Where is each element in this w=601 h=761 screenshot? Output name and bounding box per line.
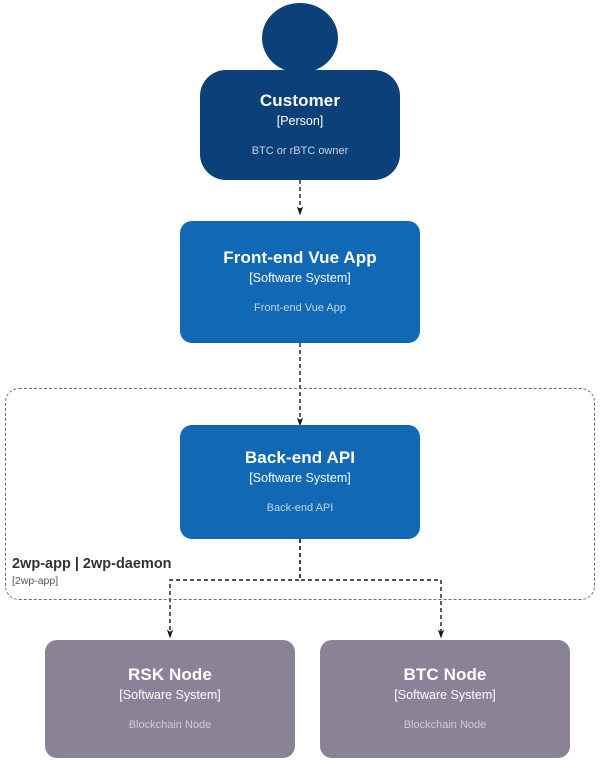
customer-type: [Person] <box>276 113 324 128</box>
node-backend-api[interactable]: Back-end API [Software System] Back-end … <box>180 425 420 539</box>
node-rsk-node[interactable]: RSK Node [Software System] Blockchain No… <box>45 640 295 758</box>
rsk-node-title: RSK Node <box>128 665 212 685</box>
rsk-node-type: [Software System] <box>119 687 221 702</box>
btc-node-title: BTC Node <box>403 665 487 685</box>
boundary-2wp-app <box>5 388 595 600</box>
customer-description: BTC or rBTC owner <box>251 144 349 157</box>
boundary-sublabel: [2wp-app] <box>12 575 59 587</box>
frontend-title: Front-end Vue App <box>223 248 377 268</box>
backend-title: Back-end API <box>244 448 356 468</box>
btc-node-description: Blockchain Node <box>403 718 487 731</box>
backend-type: [Software System] <box>249 470 351 485</box>
node-btc-node[interactable]: BTC Node [Software System] Blockchain No… <box>320 640 570 758</box>
backend-description: Back-end API <box>266 501 334 514</box>
frontend-type: [Software System] <box>249 270 351 285</box>
customer-title: Customer <box>259 91 341 111</box>
node-frontend-vue-app[interactable]: Front-end Vue App [Software System] Fron… <box>180 221 420 343</box>
frontend-description: Front-end Vue App <box>254 301 346 314</box>
node-customer[interactable]: Customer [Person] BTC or rBTC owner <box>200 70 400 180</box>
btc-node-type: [Software System] <box>394 687 496 702</box>
customer-head-icon <box>262 3 338 73</box>
boundary-label: 2wp-app | 2wp-daemon <box>12 556 172 572</box>
rsk-node-description: Blockchain Node <box>128 718 212 731</box>
